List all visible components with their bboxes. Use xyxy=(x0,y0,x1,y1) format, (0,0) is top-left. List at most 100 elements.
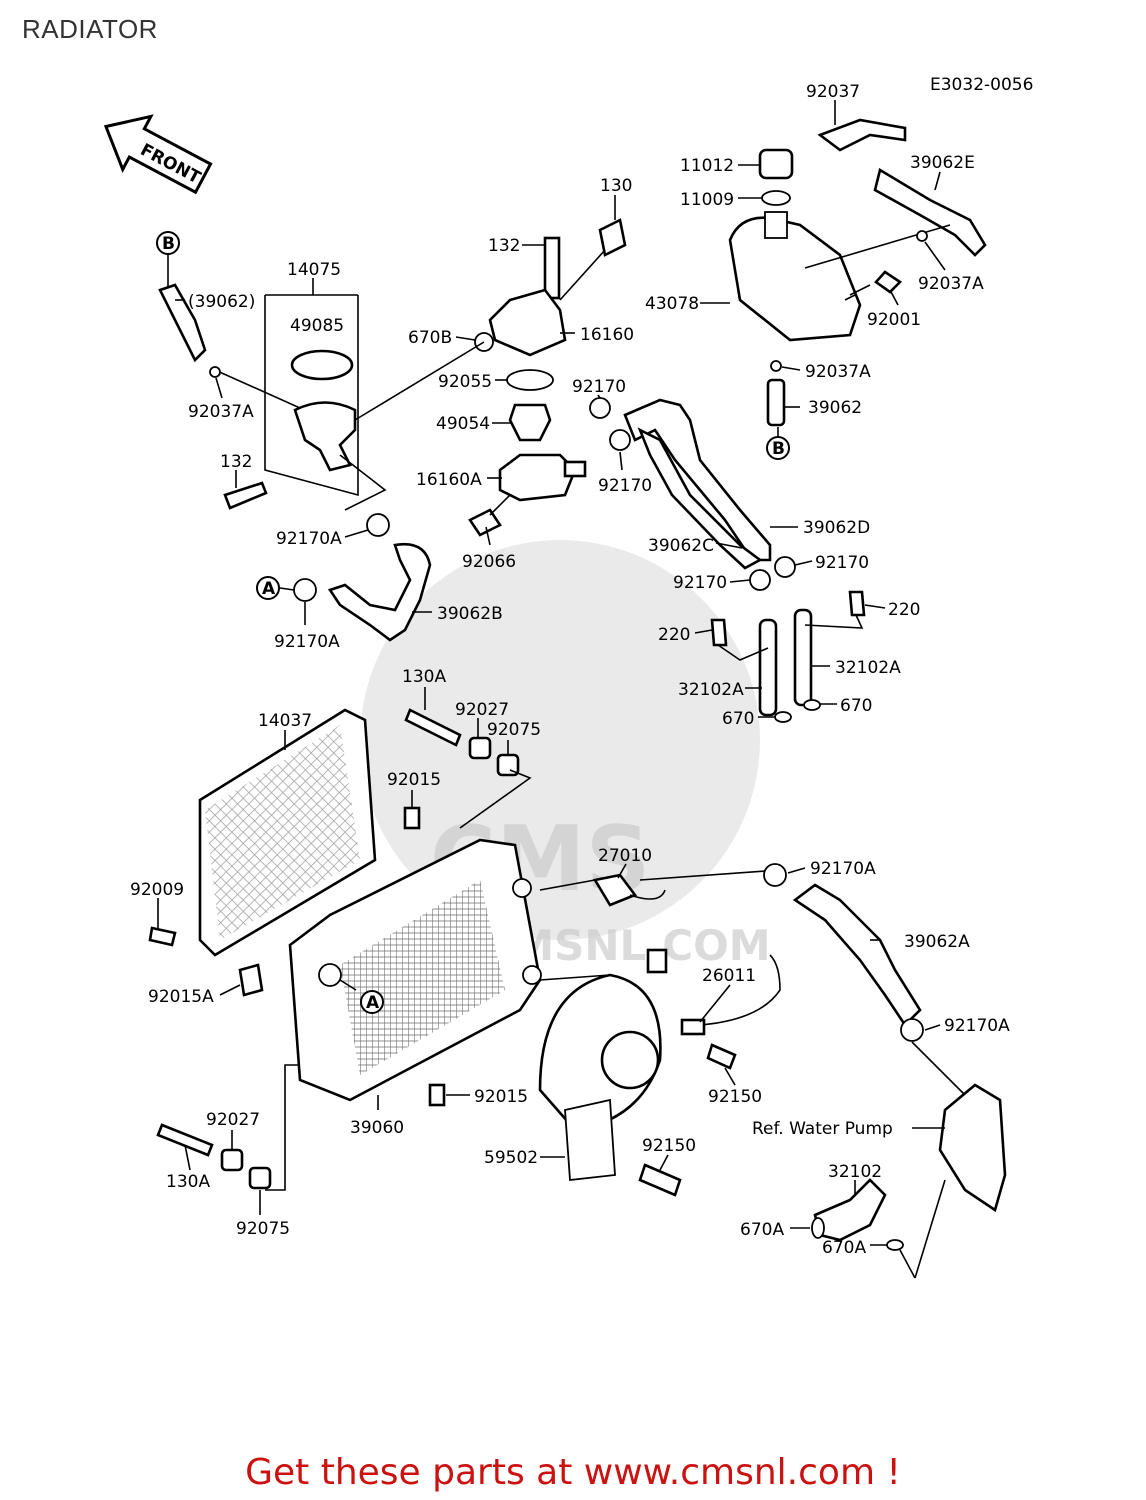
part-130A-bolt-b[interactable] xyxy=(156,1123,214,1157)
part-670-oring-r[interactable] xyxy=(803,699,821,711)
callout-ref-water-pump[interactable]: Ref. Water Pump xyxy=(752,1119,893,1139)
callout-59502[interactable]: 59502 xyxy=(484,1148,538,1168)
part-49054-thermostat[interactable] xyxy=(508,403,552,442)
part-670A-oring-l[interactable] xyxy=(811,1217,825,1239)
water-pump-ref[interactable] xyxy=(938,1083,1007,1213)
part-39062B-hose[interactable] xyxy=(327,542,432,642)
part-92170-clamp-b2[interactable] xyxy=(749,569,771,591)
callout-39062[interactable]: 39062 xyxy=(808,398,862,418)
callout-92170A-right[interactable]: 92170A xyxy=(810,859,876,879)
callout-14037[interactable]: 14037 xyxy=(258,711,312,731)
part-92001-bolt[interactable] xyxy=(874,270,903,294)
callout-132-left[interactable]: 132 xyxy=(220,452,252,472)
callout-670A-left[interactable]: 670A xyxy=(740,1220,784,1240)
callout-670-left[interactable]: 670 xyxy=(722,709,754,729)
callout-92170A-left[interactable]: 92170A xyxy=(276,529,342,549)
callout-39062D[interactable]: 39062D xyxy=(803,518,870,538)
part-132-bolt[interactable] xyxy=(543,236,561,300)
callout-220-right[interactable]: 220 xyxy=(888,600,920,620)
callout-92037A-mid[interactable]: 92037A xyxy=(805,362,871,382)
part-11012-cap[interactable] xyxy=(758,148,794,180)
part-92170-clamp-m[interactable] xyxy=(609,429,631,451)
callout-32102A-right[interactable]: 32102A xyxy=(835,658,901,678)
part-39062D-hose[interactable] xyxy=(623,398,772,562)
part-39062-hose-short[interactable] xyxy=(766,378,786,427)
callout-130A-top[interactable]: 130A xyxy=(402,667,446,687)
part-92015-grommet-b[interactable] xyxy=(428,1083,446,1107)
part-49085-cap[interactable] xyxy=(290,349,354,381)
callout-92027-top[interactable]: 92027 xyxy=(455,700,509,720)
part-39062-hose-paren[interactable] xyxy=(158,283,207,363)
part-92015A-grommet[interactable] xyxy=(238,963,264,997)
part-16160-housing[interactable] xyxy=(488,288,567,357)
callout-39062B[interactable]: 39062B xyxy=(437,604,503,624)
part-92037A-clip-m[interactable] xyxy=(770,360,782,372)
part-670A-oring-r[interactable] xyxy=(886,1239,904,1251)
callout-39062C[interactable]: 39062C xyxy=(648,536,714,556)
part-92055-oring[interactable] xyxy=(506,369,554,391)
part-220-bolt-r[interactable] xyxy=(848,590,866,617)
callout-220-left[interactable]: 220 xyxy=(658,625,690,645)
part-39062E-hose[interactable] xyxy=(873,167,987,257)
callout-92037A-right[interactable]: 92037A xyxy=(918,274,984,294)
part-92027-collar-t[interactable] xyxy=(468,736,492,760)
callout-11009[interactable]: 11009 xyxy=(680,190,734,210)
callout-92170A-far-right[interactable]: 92170A xyxy=(944,1016,1010,1036)
callout-14075[interactable]: 14075 xyxy=(287,260,341,280)
part-92015-grommet-t[interactable] xyxy=(403,806,421,830)
part-39062C-hose[interactable] xyxy=(637,427,763,570)
part-92037A-clip-r[interactable] xyxy=(916,230,928,242)
part-92170A-clamp-ll[interactable] xyxy=(293,578,317,602)
callout-132-top[interactable]: 132 xyxy=(488,236,520,256)
part-130A-bolt-t[interactable] xyxy=(404,708,462,747)
part-39062A-hose[interactable] xyxy=(792,883,922,1028)
part-92170-clamp-t[interactable] xyxy=(589,397,611,419)
part-59502-fan-shroud[interactable] xyxy=(538,973,662,1132)
callout-49085[interactable]: 49085 xyxy=(290,316,344,336)
callout-92066[interactable]: 92066 xyxy=(462,552,516,572)
callout-49054[interactable]: 49054 xyxy=(436,414,490,434)
callout-16160A[interactable]: 16160A xyxy=(416,470,482,490)
part-14075-neck[interactable] xyxy=(293,401,357,472)
callout-39060[interactable]: 39060 xyxy=(350,1118,404,1138)
callout-39062A[interactable]: 39062A xyxy=(904,932,970,952)
callout-92170-bottom1[interactable]: 92170 xyxy=(815,553,869,573)
part-670-oring-l[interactable] xyxy=(774,711,792,723)
callout-92170-top[interactable]: 92170 xyxy=(572,377,626,397)
part-92075-damper-b[interactable] xyxy=(248,1166,272,1190)
part-92037-bracket[interactable] xyxy=(817,118,907,152)
part-16160A-housing[interactable] xyxy=(498,453,577,502)
callout-39062-paren[interactable]: (39062) xyxy=(188,292,255,312)
callout-92170-bottom2[interactable]: 92170 xyxy=(673,573,727,593)
callout-92170A-lower-left[interactable]: 92170A xyxy=(274,632,340,652)
callout-92015A[interactable]: 92015A xyxy=(148,987,214,1007)
part-92170-clamp-b1[interactable] xyxy=(774,556,796,578)
callout-92037[interactable]: 92037 xyxy=(806,82,860,102)
part-220-bolt-l[interactable] xyxy=(710,618,728,647)
part-26011-harness[interactable] xyxy=(680,1018,706,1036)
part-32102A-pipe-r[interactable] xyxy=(793,608,813,707)
part-32102A-pipe-l[interactable] xyxy=(758,618,778,717)
part-92066-sensor[interactable] xyxy=(468,508,502,537)
part-43078-tank[interactable] xyxy=(728,216,862,342)
promo-link-text[interactable]: Get these parts at www.cmsnl.com ! xyxy=(245,1452,901,1493)
callout-92009[interactable]: 92009 xyxy=(130,880,184,900)
callout-92015-top[interactable]: 92015 xyxy=(387,770,441,790)
callout-27010[interactable]: 27010 xyxy=(598,846,652,866)
part-130-bolt[interactable] xyxy=(598,218,627,257)
callout-92150-bottom[interactable]: 92150 xyxy=(642,1136,696,1156)
part-92027-collar-b[interactable] xyxy=(220,1148,244,1172)
callout-92170-mid[interactable]: 92170 xyxy=(598,476,652,496)
part-92170A-clamp-rr[interactable] xyxy=(900,1018,924,1042)
callout-26011[interactable]: 26011 xyxy=(702,966,756,986)
part-27010-sensor[interactable] xyxy=(592,873,638,907)
callout-32102[interactable]: 32102 xyxy=(828,1162,882,1182)
callout-92037A-left[interactable]: 92037A xyxy=(188,402,254,422)
callout-130[interactable]: 130 xyxy=(600,176,632,196)
part-92170A-clamp-l[interactable] xyxy=(366,513,390,537)
callout-670A-right[interactable]: 670A xyxy=(822,1238,866,1258)
callout-92075-bottom[interactable]: 92075 xyxy=(236,1219,290,1239)
callout-43078[interactable]: 43078 xyxy=(645,294,699,314)
part-92009-bolt[interactable] xyxy=(148,926,177,947)
part-92170A-clamp-r[interactable] xyxy=(763,863,787,887)
